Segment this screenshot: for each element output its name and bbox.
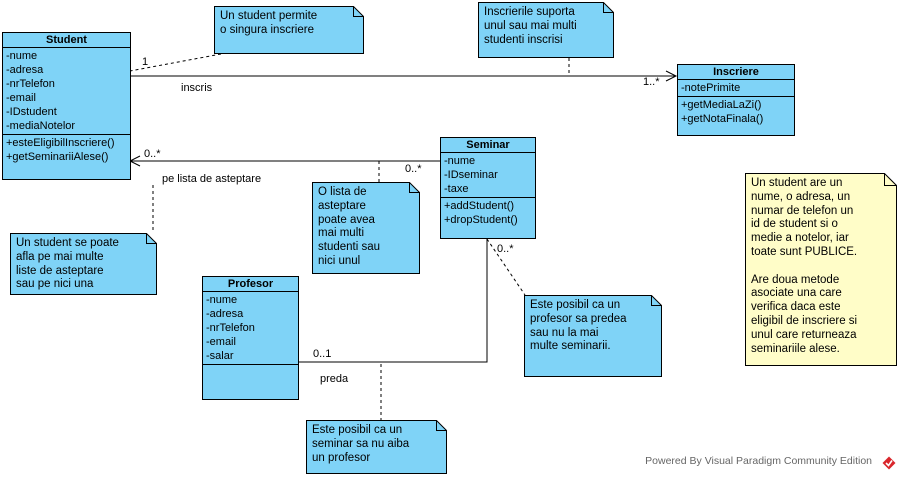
- note-n7[interactable]: Un student are un nume, o adresa, un num…: [745, 173, 897, 366]
- attribute: -nume: [444, 155, 476, 167]
- visual-paradigm-logo-icon: [882, 456, 896, 470]
- label-role-inscris: inscris: [181, 82, 213, 94]
- label-multiplicity-0-many-preda: 0..*: [497, 243, 514, 255]
- note-n2[interactable]: Inscrierile suporta unul sau mai multi s…: [478, 2, 614, 58]
- label-role-preda: preda: [320, 373, 349, 385]
- note-shape: [306, 420, 447, 474]
- operation: +dropStudent(): [444, 214, 518, 226]
- class-student[interactable]: Student -nume -adresa -nrTelefon -email …: [2, 32, 131, 180]
- label-multiplicity-0-many-seminar: 0..*: [405, 163, 422, 175]
- note-text: O lista de asteptare poate avea mai mult…: [318, 186, 381, 267]
- label-multiplicity-0-1: 0..1: [313, 348, 332, 360]
- note-shape: [10, 233, 157, 295]
- operation: +getSeminariiAlese(): [6, 151, 109, 163]
- arrowhead-inscriere: [665, 70, 678, 82]
- class-seminar-operations: +addStudent() +dropStudent(): [441, 198, 535, 228]
- attribute: -adresa: [206, 308, 244, 320]
- class-inscriere-operations: +getMediaLaZi() +getNotaFinala(): [678, 97, 794, 127]
- class-profesor-attributes: -nume -adresa -nrTelefon -email -salar: [203, 292, 298, 365]
- class-inscriere-attributes: -notePrimite: [678, 80, 794, 97]
- note-shape: [312, 182, 420, 274]
- label-multiplicity-1-many: 1..*: [643, 76, 660, 88]
- attribute: -nrTelefon: [6, 78, 55, 90]
- attribute: -taxe: [444, 183, 469, 195]
- attribute: -email: [6, 92, 36, 104]
- note-shape: [478, 2, 614, 58]
- class-inscriere[interactable]: Inscriere -notePrimite +getMediaLaZi() +…: [677, 64, 795, 136]
- label-role-pe-lista: pe lista de asteptare: [162, 173, 262, 185]
- attribute: -salar: [206, 350, 234, 362]
- note-n3[interactable]: O lista de asteptare poate avea mai mult…: [312, 182, 420, 274]
- attribute: -IDseminar: [444, 169, 498, 181]
- note-n1[interactable]: Un student permite o singura inscriere: [214, 6, 364, 54]
- note-n6[interactable]: Este posibil ca un seminar sa nu aiba un…: [306, 420, 447, 474]
- class-student-attributes: -nume -adresa -nrTelefon -email -IDstude…: [3, 48, 130, 135]
- operation: +esteEligibilInscriere(): [6, 137, 115, 149]
- note-shape: [524, 295, 662, 377]
- class-seminar-name: Seminar: [441, 138, 535, 153]
- attribute: -IDstudent: [6, 106, 57, 118]
- note-n4[interactable]: Un student se poate afla pe mai multe li…: [10, 233, 157, 295]
- attribute: -mediaNotelor: [6, 120, 76, 132]
- note-text: Un student permite o singura inscriere: [220, 10, 318, 36]
- attribute: -nume: [6, 50, 38, 62]
- class-inscriere-name: Inscriere: [678, 65, 794, 80]
- attribute: -nrTelefon: [206, 322, 255, 334]
- class-student-name: Student: [3, 33, 130, 48]
- note-n5[interactable]: Este posibil ca un profesor sa predea sa…: [524, 295, 662, 377]
- note-shape: [214, 6, 364, 54]
- class-profesor[interactable]: Profesor -nume -adresa -nrTelefon -email…: [202, 276, 299, 400]
- class-seminar[interactable]: Seminar -nume -IDseminar -taxe +addStude…: [440, 137, 536, 239]
- attribute: -notePrimite: [681, 82, 741, 94]
- note-anchor-n5: [486, 238, 526, 296]
- label-multiplicity-1: 1: [142, 56, 149, 68]
- association-preda: [298, 239, 488, 363]
- note-text: Un student are un nume, o adresa, un num…: [751, 177, 858, 355]
- class-seminar-attributes: -nume -IDseminar -taxe: [441, 153, 535, 198]
- operation: +getMediaLaZi(): [681, 99, 762, 111]
- class-profesor-name: Profesor: [203, 277, 298, 292]
- attribute: -nume: [206, 294, 238, 306]
- note-text: Este posibil ca un seminar sa nu aiba un…: [312, 424, 410, 464]
- label-multiplicity-0-many-student: 0..*: [144, 148, 161, 160]
- note-text: Un student se poate afla pe mai multe li…: [16, 237, 119, 291]
- footer-powered-by: Powered By Visual Paradigm Community Edi…: [645, 455, 872, 467]
- attribute: -email: [206, 336, 236, 348]
- operation: +getNotaFinala(): [681, 113, 764, 125]
- attribute: -adresa: [6, 64, 44, 76]
- note-shape: [745, 173, 897, 366]
- class-student-operations: +esteEligibilInscriere() +getSeminariiAl…: [3, 135, 130, 165]
- note-text: Este posibil ca un profesor sa predea sa…: [530, 299, 627, 353]
- operation: +addStudent(): [444, 200, 515, 212]
- note-text: Inscrierile suporta unul sau mai multi s…: [484, 6, 577, 46]
